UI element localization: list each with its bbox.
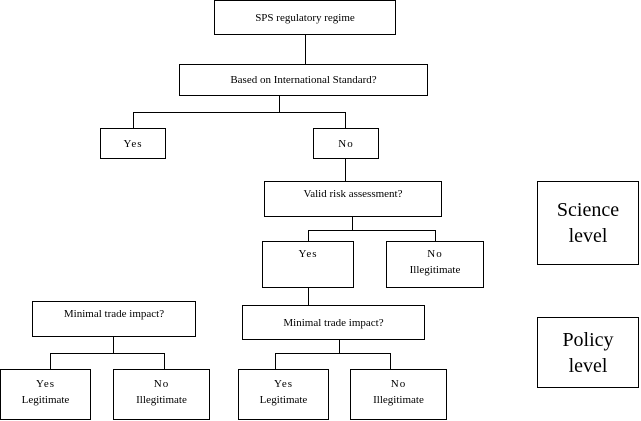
left-yes-line1: Yes bbox=[35, 378, 55, 390]
right-yes-line1: Yes bbox=[273, 378, 293, 390]
risk-no-line2: Illegitimate bbox=[409, 264, 461, 276]
left-no-line2: Illegitimate bbox=[136, 394, 187, 406]
risk-no-node: No Illegitimate bbox=[386, 241, 484, 288]
standard-no-label: No bbox=[338, 137, 354, 150]
left-no-line1: No bbox=[153, 378, 170, 390]
policy-level-box: Policy level bbox=[537, 317, 639, 388]
science-level-box: Science level bbox=[537, 181, 639, 265]
standard-yes-node: Yes bbox=[100, 128, 166, 159]
right-trade-question-node: Minimal trade impact? bbox=[242, 305, 425, 340]
left-yes-legitimate-node: Yes Legitimate bbox=[0, 369, 91, 420]
risk-no-line1: No bbox=[427, 248, 443, 260]
policy-level-line2: level bbox=[568, 354, 608, 377]
risk-question-node: Valid risk assessment? bbox=[264, 181, 442, 217]
left-yes-line2: Legitimate bbox=[21, 394, 70, 406]
science-level-line2: level bbox=[568, 225, 608, 247]
risk-question-label: Valid risk assessment? bbox=[303, 188, 403, 200]
right-yes-line2: Legitimate bbox=[259, 394, 308, 406]
risk-yes-node: Yes bbox=[262, 241, 354, 288]
risk-yes-label: Yes bbox=[298, 248, 318, 260]
right-no-illegitimate-node: No Illegitimate bbox=[350, 369, 447, 420]
left-trade-question-node: Minimal trade impact? bbox=[32, 301, 196, 337]
right-trade-question-label: Minimal trade impact? bbox=[283, 316, 384, 329]
root-node-label: SPS regulatory regime bbox=[255, 11, 355, 24]
standard-yes-label: Yes bbox=[123, 137, 143, 150]
standard-no-node: No bbox=[313, 128, 379, 159]
left-no-illegitimate-node: No Illegitimate bbox=[113, 369, 210, 420]
right-yes-legitimate-node: Yes Legitimate bbox=[238, 369, 329, 420]
policy-level-line1: Policy bbox=[562, 328, 614, 351]
standard-question-label: Based on International Standard? bbox=[230, 74, 377, 86]
root-node: SPS regulatory regime bbox=[214, 0, 396, 35]
right-no-line1: No bbox=[390, 378, 407, 390]
science-level-line1: Science bbox=[556, 199, 620, 221]
standard-question-node: Based on International Standard? bbox=[179, 64, 428, 96]
right-no-line2: Illegitimate bbox=[373, 394, 424, 406]
left-trade-question-label: Minimal trade impact? bbox=[63, 308, 165, 320]
